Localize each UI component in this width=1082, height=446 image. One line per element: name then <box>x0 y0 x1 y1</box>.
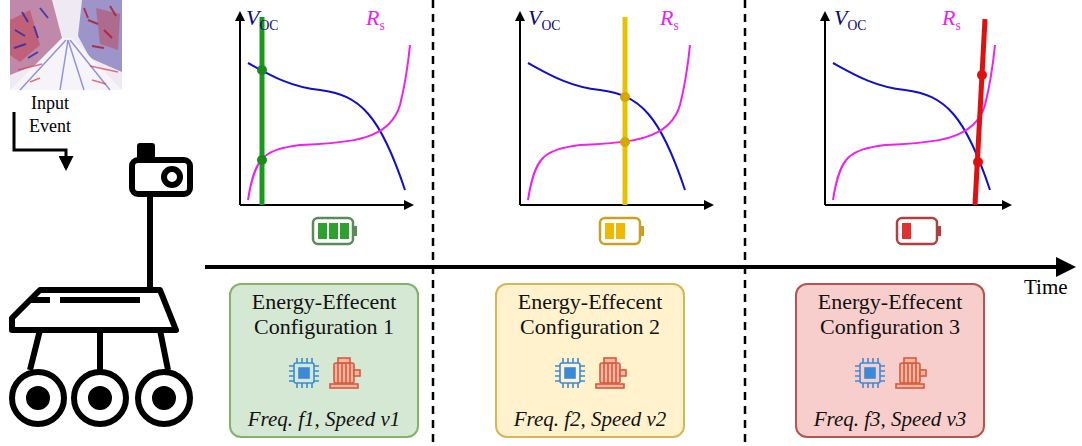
battery-full <box>313 218 357 244</box>
battery-curve-plot <box>240 13 412 205</box>
event-image <box>10 0 122 90</box>
separator <box>744 0 747 446</box>
axis-label: Rs <box>366 6 385 33</box>
config-box: Energy-Effecent Configuration 2 Freq. f2… <box>495 283 685 438</box>
chip-motor-icons <box>850 356 930 390</box>
config-params: Freq. f1, Speed v1 <box>248 407 401 431</box>
time-label: Time <box>1024 276 1068 299</box>
rover-icon <box>12 146 190 424</box>
input-label: Input Event <box>18 92 82 137</box>
config-box: Energy-Effecent Configuration 3 Freq. f3… <box>795 283 985 438</box>
config-title: Energy-Effecent Configuration 2 <box>503 290 677 340</box>
axis-label: VOC <box>528 6 560 33</box>
battery-curve-plot <box>825 13 1010 205</box>
config-title: Energy-Effecent Configuration 1 <box>237 290 411 340</box>
chip-motor-icons <box>550 356 630 390</box>
config-params: Freq. f3, Speed v3 <box>814 407 967 431</box>
config-title: Energy-Effecent Configuration 3 <box>803 290 977 340</box>
axis-label: Rs <box>942 6 961 33</box>
axis-label: VOC <box>834 6 866 33</box>
battery-half <box>600 218 644 244</box>
time-axis <box>205 265 1072 269</box>
config-params: Freq. f2, Speed v2 <box>514 407 667 431</box>
axis-label: Rs <box>660 6 679 33</box>
axis-label: VOC <box>246 6 278 33</box>
chip-motor-icons <box>284 356 364 390</box>
battery-curve-plot <box>520 13 712 205</box>
separator <box>432 0 435 446</box>
config-box: Energy-Effecent Configuration 1 Freq. f1… <box>229 283 419 438</box>
battery-low <box>897 218 941 244</box>
